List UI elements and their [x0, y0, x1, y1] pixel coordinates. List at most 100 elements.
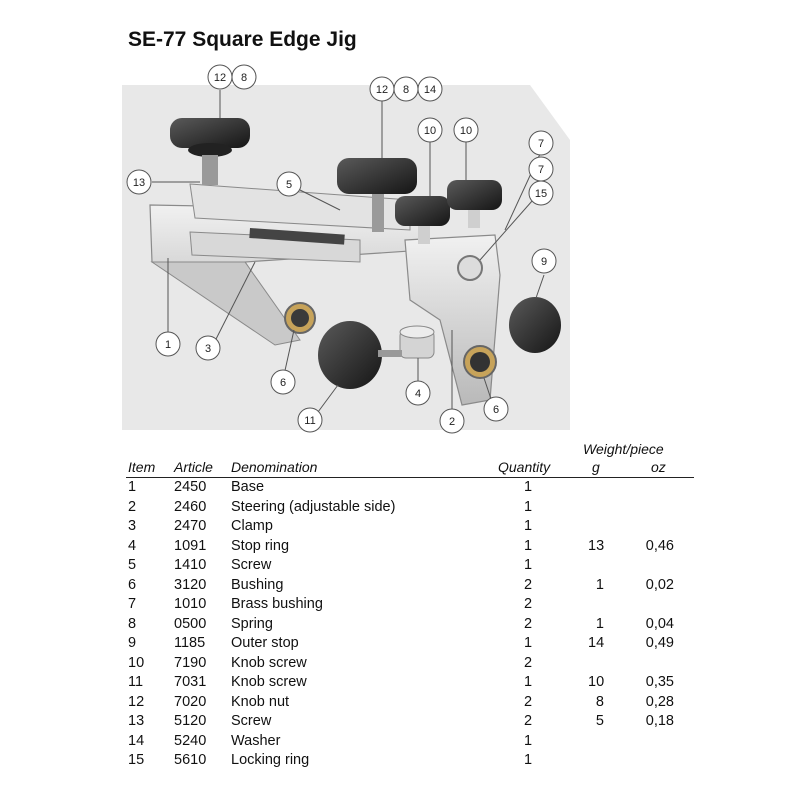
cell-g: 1: [595, 576, 604, 593]
table-row: 8 0500 Spring 2 1 0,04: [0, 616, 800, 636]
callout-2-label: 2: [449, 416, 455, 428]
cell-denomination: Base: [231, 479, 265, 495]
cell-quantity: 1: [524, 635, 533, 651]
cell-denomination: Screw: [231, 713, 272, 729]
cell-quantity: 1: [524, 518, 533, 534]
header-oz: oz: [651, 459, 666, 475]
cell-denomination: Bushing: [231, 576, 284, 593]
table-row: 4 1091 Stop ring 1 13 0,46: [0, 538, 800, 558]
cell-item: 5: [128, 557, 137, 573]
table-row: 13 5120 Screw 2 5 0,18: [0, 713, 800, 733]
cell-item: 13: [128, 713, 145, 729]
callout-5-label: 5: [286, 179, 292, 191]
table-row: 15 5610 Locking ring 1: [0, 752, 800, 772]
callout-14-label: 14: [424, 84, 436, 96]
table-row: 5 1410 Screw 1: [0, 557, 800, 577]
callout-11-label: 11: [304, 415, 315, 427]
cell-item: 6: [128, 576, 137, 593]
callout-4: [405, 380, 431, 406]
header-article: Article: [174, 459, 213, 475]
cell-article: 7190: [174, 654, 207, 671]
cell-oz: 0,46: [645, 537, 674, 554]
callout-7b-label: 7: [538, 164, 544, 176]
cell-article: 5120: [174, 713, 207, 729]
callout-9: [531, 248, 557, 274]
callout-12a-label: 12: [214, 72, 226, 84]
callout-15-label: 15: [535, 188, 547, 200]
table-row: 6 3120 Bushing 2 1 0,02: [0, 577, 800, 597]
cell-article: 5240: [174, 732, 207, 749]
cell-article: 0500: [174, 615, 207, 632]
cell-quantity: 2: [524, 615, 533, 632]
callout-13-label: 13: [133, 177, 145, 189]
callout-10a: [417, 117, 443, 143]
callout-11: [297, 407, 323, 433]
table-row: 11 7031 Knob screw 1 10 0,35: [0, 674, 800, 694]
callout-6b-label: 6: [493, 404, 499, 416]
header-g: g: [592, 459, 600, 475]
cell-oz: 0,35: [645, 674, 674, 690]
cell-quantity: 2: [524, 713, 533, 729]
cell-denomination: Knob screw: [231, 654, 307, 671]
callout-6b: [483, 396, 509, 422]
cell-quantity: 2: [524, 576, 533, 593]
cell-article: 5610: [174, 752, 207, 768]
cell-denomination: Washer: [231, 732, 281, 749]
cell-denomination: Locking ring: [231, 752, 310, 768]
cell-quantity: 1: [524, 498, 533, 515]
callout-13: [126, 169, 152, 195]
table-row: 2 2460 Steering (adjustable side) 1: [0, 499, 800, 519]
header-rule: [126, 477, 694, 478]
cell-g: 13: [588, 537, 605, 554]
callout-8a: [231, 64, 257, 90]
cell-denomination: Clamp: [231, 518, 273, 534]
table-row: 9 1185 Outer stop 1 14 0,49: [0, 635, 800, 655]
cell-quantity: 2: [524, 693, 533, 710]
cell-oz: 0,18: [645, 713, 674, 729]
cell-article: 1185: [174, 635, 206, 651]
callout-8b-label: 8: [403, 84, 409, 96]
table-row: 10 7190 Knob screw 2: [0, 655, 800, 675]
page-title: SE-77 Square Edge Jig: [128, 28, 357, 51]
cell-quantity: 1: [524, 537, 533, 554]
callout-9-label: 9: [541, 256, 547, 268]
cell-item: 14: [128, 732, 145, 749]
cell-item: 8: [128, 615, 137, 632]
cell-denomination: Knob screw: [231, 674, 307, 690]
cell-oz: 0,02: [645, 576, 674, 593]
cell-article: 7020: [174, 693, 207, 710]
callout-4-label: 4: [415, 388, 421, 400]
callouts: [126, 64, 557, 434]
table-row: 14 5240 Washer 1: [0, 733, 800, 753]
cell-article: 7031: [174, 674, 207, 690]
cell-item: 12: [128, 693, 145, 710]
cell-item: 1: [128, 479, 137, 495]
jig-illustration: 12 8 12 8 14 10 10 7 7 15 13 5 9 1 3 6 4…: [122, 64, 570, 434]
cell-g: 14: [588, 635, 605, 651]
callout-12b-label: 12: [376, 84, 388, 96]
callout-14: [417, 76, 443, 102]
cell-g: 1: [595, 615, 604, 632]
cell-quantity: 1: [524, 479, 533, 495]
header-item: Item: [128, 459, 156, 475]
cell-denomination: Knob nut: [231, 693, 290, 710]
table-row: 1 2450 Base 1: [0, 479, 800, 499]
cell-article: 1091: [174, 537, 207, 554]
cell-article: 1410: [174, 557, 207, 573]
callout-7a: [528, 130, 554, 156]
table-row: 12 7020 Knob nut 2 8 0,28: [0, 694, 800, 714]
cell-item: 2: [128, 498, 137, 515]
top-rail: [189, 183, 411, 231]
callout-10b-label: 10: [460, 125, 472, 137]
callout-10a-label: 10: [424, 125, 436, 137]
table-row: 7 1010 Brass bushing 2: [0, 596, 800, 616]
cell-denomination: Spring: [231, 615, 273, 632]
cell-article: 2470: [174, 518, 207, 534]
cell-denomination: Brass bushing: [231, 596, 323, 612]
cell-quantity: 1: [524, 752, 533, 768]
cell-item: 10: [128, 654, 145, 671]
callout-5: [276, 171, 302, 197]
callout-6a: [270, 369, 296, 395]
cell-item: 4: [128, 537, 137, 554]
callout-2: [439, 408, 465, 434]
